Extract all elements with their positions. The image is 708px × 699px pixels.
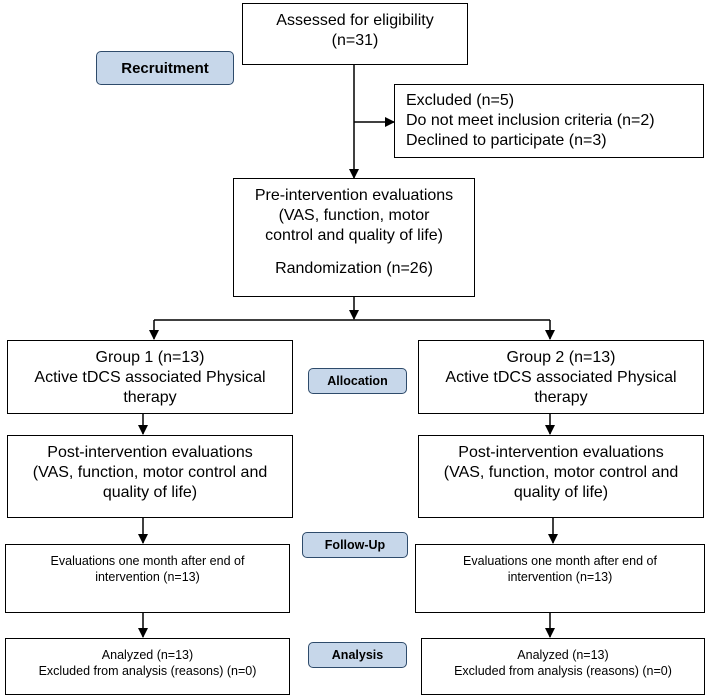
group2-title: Group 2 (n=13) xyxy=(506,349,616,366)
group1-post-measures-1: (VAS, function, motor control and xyxy=(32,464,268,481)
group2-treatment-1: Active tDCS associated Physical xyxy=(445,369,677,386)
group2-allocation-box: Group 2 (n=13) Active tDCS associated Ph… xyxy=(418,340,704,414)
group2-excluded-analysis: Excluded from analysis (reasons) (n=0) xyxy=(454,664,672,678)
assessed-count: (n=31) xyxy=(331,32,379,49)
group1-followup-line-1: Evaluations one month after end of xyxy=(50,554,245,568)
group2-followup-box: Evaluations one month after end of inter… xyxy=(415,544,705,613)
group1-analysis-box: Analyzed (n=13) Excluded from analysis (… xyxy=(5,638,290,695)
group2-analysis-box: Analyzed (n=13) Excluded from analysis (… xyxy=(421,638,705,695)
group2-post-intervention-box: Post-intervention evaluations (VAS, func… xyxy=(418,435,704,518)
excluded-declined: Declined to participate (n=3) xyxy=(406,132,607,149)
stage-allocation-label: Allocation xyxy=(327,374,388,388)
pre-intervention-title: Pre-intervention evaluations xyxy=(254,187,454,204)
excluded-total: Excluded (n=5) xyxy=(406,92,515,109)
group1-post-measures-2: quality of life) xyxy=(102,484,198,501)
group2-post-measures-1: (VAS, function, motor control and xyxy=(443,464,679,481)
group1-treatment-1: Active tDCS associated Physical xyxy=(34,369,266,386)
assessed-box: Assessed for eligibility (n=31) xyxy=(242,3,468,65)
group2-treatment-2: therapy xyxy=(534,389,588,406)
group1-followup-box: Evaluations one month after end of inter… xyxy=(5,544,290,613)
stage-followup-label: Follow-Up xyxy=(324,538,386,552)
stage-analysis-label: Analysis xyxy=(331,648,384,662)
group2-followup-line-1: Evaluations one month after end of xyxy=(463,554,657,568)
group1-followup-line-2: intervention (n=13) xyxy=(95,570,200,584)
stage-recruitment-label: Recruitment xyxy=(121,60,209,77)
group1-treatment-2: therapy xyxy=(123,389,177,406)
stage-followup: Follow-Up xyxy=(302,532,408,558)
excluded-criteria: Do not meet inclusion criteria (n=2) xyxy=(406,112,655,129)
stage-analysis: Analysis xyxy=(308,642,407,668)
assessed-label: Assessed for eligibility xyxy=(276,12,434,29)
group1-analyzed: Analyzed (n=13) xyxy=(101,648,194,662)
randomization-label: Randomization (n=26) xyxy=(275,260,433,277)
excluded-box: Excluded (n=5) Do not meet inclusion cri… xyxy=(394,84,704,158)
group2-analyzed: Analyzed (n=13) xyxy=(517,648,609,662)
stage-recruitment: Recruitment xyxy=(96,51,234,85)
group1-excluded-analysis: Excluded from analysis (reasons) (n=0) xyxy=(38,664,257,678)
group2-followup-line-2: intervention (n=13) xyxy=(507,570,613,584)
pre-intervention-measures-1: (VAS, function, motor xyxy=(278,207,430,224)
pre-intervention-box: Pre-intervention evaluations (VAS, funct… xyxy=(233,178,475,297)
group1-title: Group 1 (n=13) xyxy=(95,349,205,366)
pre-intervention-measures-2: control and quality of life) xyxy=(265,227,443,244)
group2-post-measures-2: quality of life) xyxy=(513,484,609,501)
group1-allocation-box: Group 1 (n=13) Active tDCS associated Ph… xyxy=(7,340,293,414)
group2-post-title: Post-intervention evaluations xyxy=(458,444,664,461)
group1-post-intervention-box: Post-intervention evaluations (VAS, func… xyxy=(7,435,293,518)
group1-post-title: Post-intervention evaluations xyxy=(47,444,253,461)
stage-allocation: Allocation xyxy=(308,368,407,394)
